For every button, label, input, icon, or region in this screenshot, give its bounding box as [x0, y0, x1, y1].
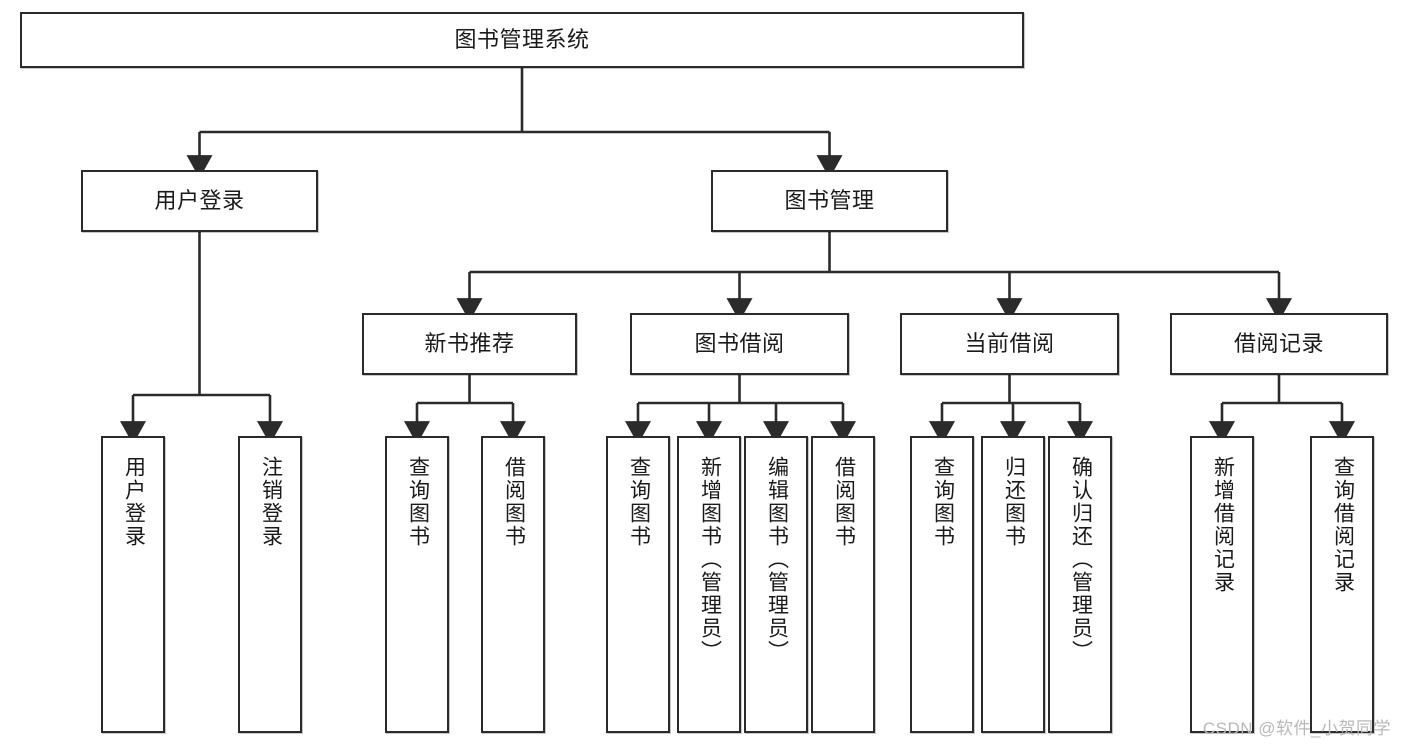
node-leaf-add-borrow-record[interactable]: 新增借阅记录 — [1190, 436, 1254, 733]
node-leaf-confirm-return[interactable]: 确认归还（管理员） — [1048, 436, 1112, 733]
node-leaf-borrow-book-1[interactable]: 借阅图书 — [481, 436, 545, 733]
node-leaf-query-book-3[interactable]: 查询图书 — [910, 436, 974, 733]
node-leaf-borrow-book-2[interactable]: 借阅图书 — [811, 436, 875, 733]
node-label: 查询借阅记录 — [1331, 456, 1355, 594]
node-label: 图书借阅 — [694, 331, 785, 357]
node-label: 新增图书（管理员） — [698, 456, 722, 663]
node-label: 图书管理系统 — [454, 27, 590, 53]
node-leaf-query-borrow-record[interactable]: 查询借阅记录 — [1310, 436, 1374, 733]
node-leaf-edit-book[interactable]: 编辑图书（管理员） — [744, 436, 808, 733]
node-new-book-recommend[interactable]: 新书推荐 — [362, 313, 577, 375]
node-label: 用户登录 — [122, 456, 146, 548]
node-label: 查询图书 — [406, 456, 430, 548]
node-leaf-return-book[interactable]: 归还图书 — [981, 436, 1045, 733]
node-label: 新增借阅记录 — [1211, 456, 1235, 594]
node-label: 图书管理 — [784, 188, 875, 214]
node-leaf-add-book[interactable]: 新增图书（管理员） — [677, 436, 741, 733]
node-current-borrow[interactable]: 当前借阅 — [900, 313, 1119, 375]
node-label: 归还图书 — [1002, 456, 1026, 548]
node-label: 注销登录 — [259, 456, 283, 548]
node-leaf-logout-login[interactable]: 注销登录 — [238, 436, 302, 733]
node-label: 查询图书 — [627, 456, 651, 548]
node-label: 借阅图书 — [502, 456, 526, 548]
connector-group — [120, 68, 1355, 445]
node-book-manage[interactable]: 图书管理 — [711, 170, 948, 232]
node-label: 当前借阅 — [964, 331, 1055, 357]
node-label: 查询图书 — [931, 456, 955, 548]
node-leaf-query-book-2[interactable]: 查询图书 — [606, 436, 670, 733]
node-label: 确认归还（管理员） — [1069, 456, 1093, 663]
node-label: 用户登录 — [154, 188, 245, 214]
node-leaf-user-login[interactable]: 用户登录 — [101, 436, 165, 733]
node-book-borrow[interactable]: 图书借阅 — [630, 313, 849, 375]
node-leaf-query-book-1[interactable]: 查询图书 — [385, 436, 449, 733]
node-system-title[interactable]: 图书管理系统 — [20, 12, 1024, 68]
node-borrow-record[interactable]: 借阅记录 — [1170, 313, 1388, 375]
node-label: 借阅记录 — [1233, 331, 1324, 357]
node-label: 编辑图书（管理员） — [765, 456, 789, 663]
node-user-login[interactable]: 用户登录 — [81, 170, 318, 232]
node-label: 新书推荐 — [424, 331, 515, 357]
node-label: 借阅图书 — [832, 456, 856, 548]
